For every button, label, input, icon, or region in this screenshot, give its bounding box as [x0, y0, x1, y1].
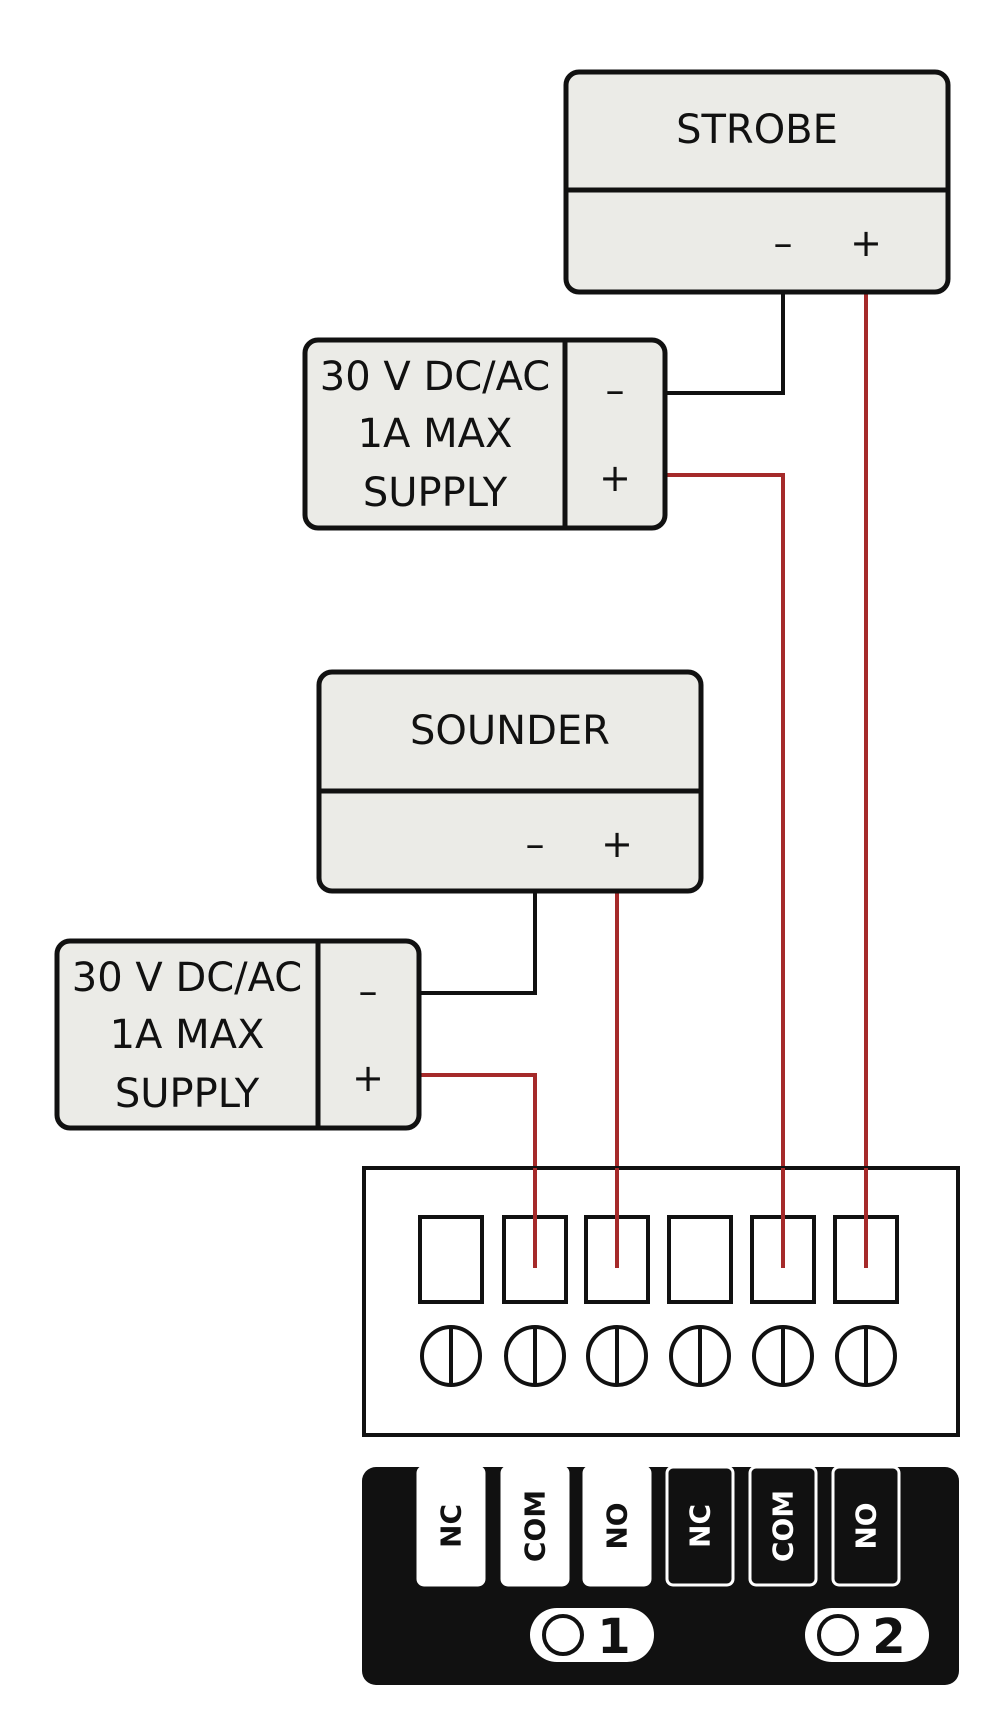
terminal-label-cell-4: [665, 1465, 735, 1587]
strobe-minus-label: –: [774, 221, 793, 265]
supply-bottom-line2: 1A MAX: [110, 1012, 265, 1058]
terminal-label-cell-3: [582, 1465, 652, 1587]
supply-top-line2: 1A MAX: [358, 411, 513, 457]
terminal-block: [362, 1166, 960, 1437]
sounder-box: SOUNDER – +: [316, 669, 704, 894]
terminal-label-no: NO: [601, 1502, 634, 1549]
terminal-label-cell-2: [500, 1465, 570, 1587]
wire-strobe-negative: [660, 288, 785, 395]
supply-top-box: 30 V DC/AC 1A MAX SUPPLY – +: [302, 337, 668, 531]
supply-top-minus-label: –: [606, 368, 625, 412]
screw-icon: [586, 1325, 648, 1387]
supply-top-line3: SUPPLY: [363, 470, 508, 516]
supply-bottom-line1: 30 V DC/AC: [72, 955, 303, 1001]
wire-ends: [533, 1168, 868, 1268]
screw-icon: [835, 1325, 897, 1387]
screw-icon: [669, 1325, 731, 1387]
sounder-minus-label: –: [526, 822, 545, 866]
terminal-label-cell-5: [748, 1465, 818, 1587]
relay-badge-2: 2: [805, 1608, 929, 1665]
relay-badge-1: 1: [530, 1608, 654, 1665]
screw-icon: [504, 1325, 566, 1387]
terminal-label-cell-6: [831, 1465, 901, 1587]
strobe-title: STROBE: [676, 107, 838, 153]
terminal-socket-1: [418, 1215, 484, 1304]
supply-bottom-plus-label: +: [352, 1056, 384, 1100]
relay-label-strip: NC COM NO NC COM NO 1 2: [362, 1465, 959, 1685]
indicator-led-icon: [817, 1614, 859, 1656]
indicator-led-icon: [542, 1614, 584, 1656]
supply-top-line1: 30 V DC/AC: [320, 354, 551, 400]
terminal-label-nc: NC: [435, 1504, 468, 1548]
supply-top-plus-label: +: [599, 456, 631, 500]
relay-number-2: 2: [872, 1609, 905, 1665]
terminal-label-cell-1: [416, 1465, 486, 1587]
terminal-label-com: COM: [767, 1490, 800, 1562]
wires: [413, 288, 868, 1268]
sounder-title: SOUNDER: [410, 708, 610, 754]
wire-supply-top-positive: [660, 473, 785, 1268]
terminal-label-no: NO: [850, 1502, 883, 1549]
terminal-socket-4: [667, 1215, 733, 1304]
relay-number-1: 1: [597, 1609, 630, 1665]
supply-bottom-line3: SUPPLY: [115, 1071, 260, 1117]
strobe-box: STROBE – +: [563, 69, 951, 295]
screw-icon: [752, 1325, 814, 1387]
screw-icon: [420, 1325, 482, 1387]
sounder-plus-label: +: [601, 822, 633, 866]
supply-bottom-minus-label: –: [359, 969, 378, 1013]
supply-bottom-box: 30 V DC/AC 1A MAX SUPPLY – +: [54, 938, 422, 1131]
strobe-plus-label: +: [850, 221, 882, 265]
terminal-label-nc: NC: [684, 1504, 717, 1548]
wire-sounder-negative: [413, 887, 537, 995]
terminal-label-com: COM: [519, 1490, 552, 1562]
